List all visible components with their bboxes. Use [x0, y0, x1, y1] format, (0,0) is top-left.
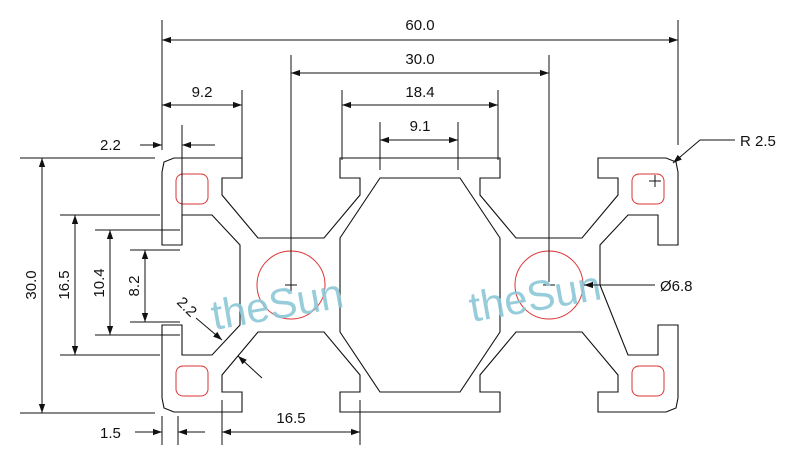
- center-marks: [285, 175, 661, 291]
- dim-lip-offset: 2.2: [100, 137, 121, 154]
- dim-slot-edge: 9.2: [192, 84, 213, 101]
- center-hollow: [339, 177, 501, 393]
- dim-center-opening: 9.1: [410, 118, 431, 135]
- dim-slot-inner: 10.4: [91, 268, 108, 297]
- dim-slot-pitch: 30.0: [405, 51, 434, 68]
- dim-overall-width: 60.0: [405, 17, 434, 34]
- dim-inner-width: 18.4: [405, 84, 434, 101]
- dim-corner-radius: R 2.5: [740, 133, 776, 150]
- extension-lines: [20, 20, 679, 445]
- dim-wall-thickness: 2.2: [173, 294, 200, 321]
- dim-bore-diameter: Ø6.8: [660, 278, 693, 295]
- watermark: theSun: [207, 269, 346, 338]
- dim-slot-cavity: 16.5: [56, 270, 73, 299]
- dimension-lines: [38, 36, 735, 436]
- watermark: theSun: [465, 261, 604, 330]
- profile-outline: [161, 157, 679, 413]
- dim-slot-opening: 8.2: [126, 276, 143, 297]
- dim-overall-height: 30.0: [23, 270, 40, 299]
- dim-edge-thickness: 1.5: [100, 425, 121, 442]
- dim-bottom-span: 16.5: [276, 410, 305, 427]
- corner-holes: [175, 173, 665, 397]
